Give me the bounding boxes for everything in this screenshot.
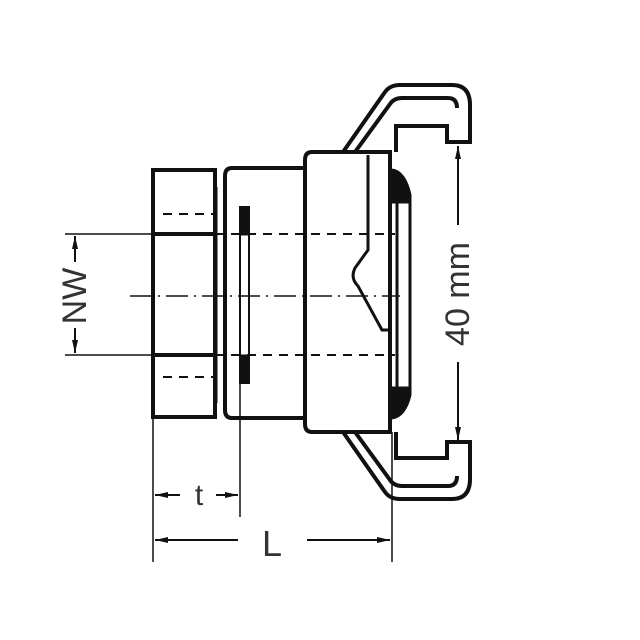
middle-body: [223, 166, 307, 420]
claw-bottom: [341, 430, 472, 501]
nw-dimension: [65, 233, 153, 356]
center-lines: [130, 233, 400, 356]
coupling-head: [303, 150, 412, 434]
thread-depth-label: t: [195, 479, 204, 512]
claw-span-label: 40 mm: [439, 242, 477, 346]
hex-nut: [151, 168, 217, 419]
length-dimensions: [152, 383, 393, 562]
nw-label: NW: [56, 268, 94, 325]
length-label: L: [262, 523, 282, 564]
claw-top: [341, 83, 472, 154]
